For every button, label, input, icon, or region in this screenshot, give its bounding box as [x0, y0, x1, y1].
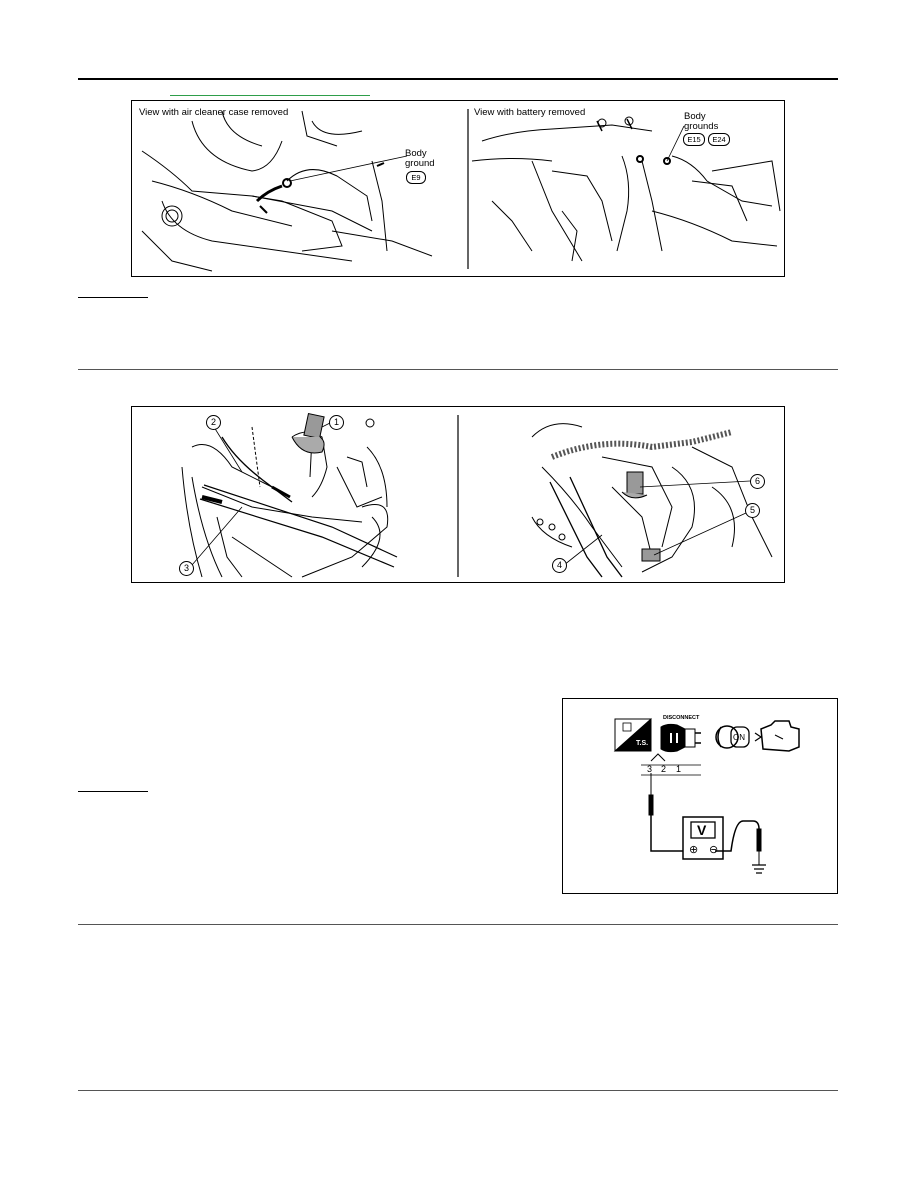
- body-ground-label-1: Body: [405, 148, 427, 159]
- terminal-3: 3: [647, 764, 653, 774]
- voltmeter-minus: ⊖: [709, 844, 719, 856]
- right-view-caption: View with battery removed: [474, 107, 586, 118]
- body-ground-illustration: [141, 109, 781, 272]
- terminal-2: 2: [661, 764, 667, 774]
- connector-e9: E9: [406, 171, 426, 184]
- connector-e15: E15: [683, 133, 705, 146]
- ts-icon-label: T.S.: [636, 740, 649, 747]
- header-rule: [78, 78, 838, 80]
- body-ground-label-2: ground: [405, 158, 435, 169]
- connector-e24: E24: [708, 133, 730, 146]
- body-grounds-label-2: grounds: [684, 121, 719, 132]
- voltage-check-illustration: [613, 717, 800, 874]
- body-ground-figure: View with air cleaner case removed View …: [131, 100, 785, 277]
- voltmeter-label: V: [697, 822, 707, 838]
- sensor-location-figure: 1 2 3 4 5 6: [131, 406, 785, 583]
- terminal-1: 1: [676, 764, 682, 774]
- left-view-caption: View with air cleaner case removed: [139, 107, 289, 118]
- callout-4: 4: [552, 558, 567, 573]
- voltmeter-plus: ⊕: [689, 844, 699, 856]
- callout-1: 1: [329, 415, 344, 430]
- section-rule-2: [78, 924, 838, 925]
- callout-6: 6: [750, 474, 765, 489]
- sensor-location-illustration: [181, 412, 773, 578]
- note-underline-2: [78, 791, 148, 792]
- section-rule-1: [78, 369, 838, 370]
- callout-2: 2: [206, 415, 221, 430]
- callout-3: 3: [179, 561, 194, 576]
- key-on-label: ON: [733, 733, 745, 742]
- body-grounds-label-1: Body: [684, 111, 706, 122]
- note-underline: [78, 297, 148, 298]
- footer-rule: [78, 1090, 838, 1091]
- callout-5: 5: [745, 503, 760, 518]
- disconnect-icon-label: DISCONNECT: [663, 715, 700, 721]
- voltage-check-figure: T.S. DISCONNECT ON 3 2 1 V ⊕ ⊖: [562, 698, 838, 894]
- reference-link-underline[interactable]: [170, 95, 370, 96]
